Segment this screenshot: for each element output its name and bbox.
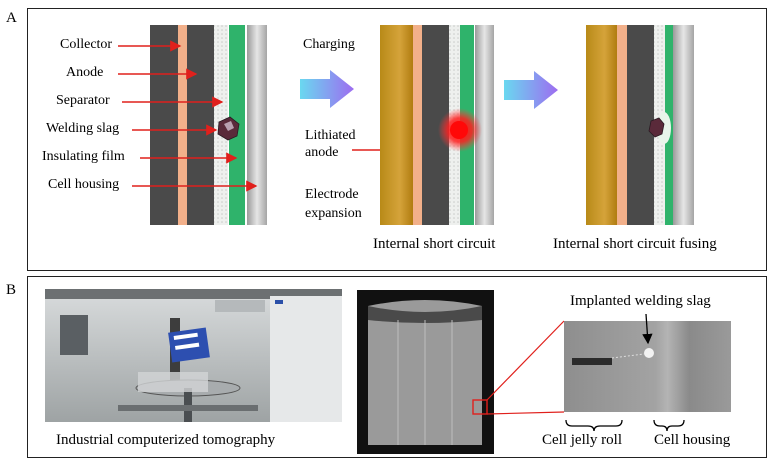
label-charging: Charging bbox=[303, 37, 355, 52]
housing-layer bbox=[475, 25, 494, 225]
anode-layer bbox=[617, 25, 627, 225]
label-collector: Collector bbox=[60, 37, 113, 52]
caption-ct: Industrial computerized tomography bbox=[56, 432, 276, 448]
welding-slag-spot bbox=[644, 348, 654, 358]
housing-layer bbox=[247, 25, 267, 225]
panel-b-label: B bbox=[6, 282, 17, 298]
lithiated-anode-layer bbox=[586, 25, 617, 225]
caption-cell-housing: Cell housing bbox=[654, 432, 731, 448]
zoom-connectors bbox=[486, 320, 565, 415]
lithiated-anode-layer bbox=[380, 25, 413, 225]
cell-diagram-fused bbox=[586, 25, 694, 225]
collector-layer bbox=[627, 25, 654, 225]
label-arrows bbox=[118, 40, 392, 192]
fusing-arrow bbox=[504, 71, 558, 109]
charging-arrow bbox=[300, 70, 354, 108]
label-insulating-film: Insulating film bbox=[42, 149, 125, 164]
caption-short-circuit: Internal short circuit bbox=[373, 236, 496, 252]
collector-layer bbox=[187, 25, 214, 225]
caption-fusing: Internal short circuit fusing bbox=[553, 236, 717, 252]
short-circuit-hotspot bbox=[450, 121, 468, 139]
label-electrode-expansion: Electrode expansion bbox=[305, 187, 362, 221]
zoom-region-box bbox=[472, 399, 488, 415]
anode-layer bbox=[178, 25, 187, 225]
collector-layer bbox=[150, 25, 178, 225]
label-lithiated-anode: Lithiated anode bbox=[305, 128, 356, 160]
caption-jelly-roll: Cell jelly roll bbox=[542, 432, 622, 448]
ct-scan-image bbox=[357, 290, 494, 454]
label-separator: Separator bbox=[56, 93, 110, 108]
cell-diagram-initial bbox=[150, 25, 267, 225]
anode-layer bbox=[413, 25, 422, 225]
label-anode: Anode bbox=[66, 65, 104, 80]
ct-machine-photo bbox=[45, 289, 342, 422]
housing-layer bbox=[673, 25, 694, 225]
welding-slag-particle bbox=[648, 117, 665, 138]
label-welding-slag: Welding slag bbox=[46, 121, 120, 136]
label-cell-housing: Cell housing bbox=[48, 177, 120, 192]
panel-a-label: A bbox=[6, 10, 17, 26]
housing-bracket bbox=[653, 419, 685, 432]
caption-implanted-slag: Implanted welding slag bbox=[570, 293, 711, 309]
welding-slag-highlight bbox=[224, 121, 234, 131]
jelly-roll-bracket bbox=[565, 419, 623, 432]
cell-diagram-short-circuit bbox=[380, 25, 494, 225]
implanted-slag-pointer bbox=[642, 313, 653, 345]
